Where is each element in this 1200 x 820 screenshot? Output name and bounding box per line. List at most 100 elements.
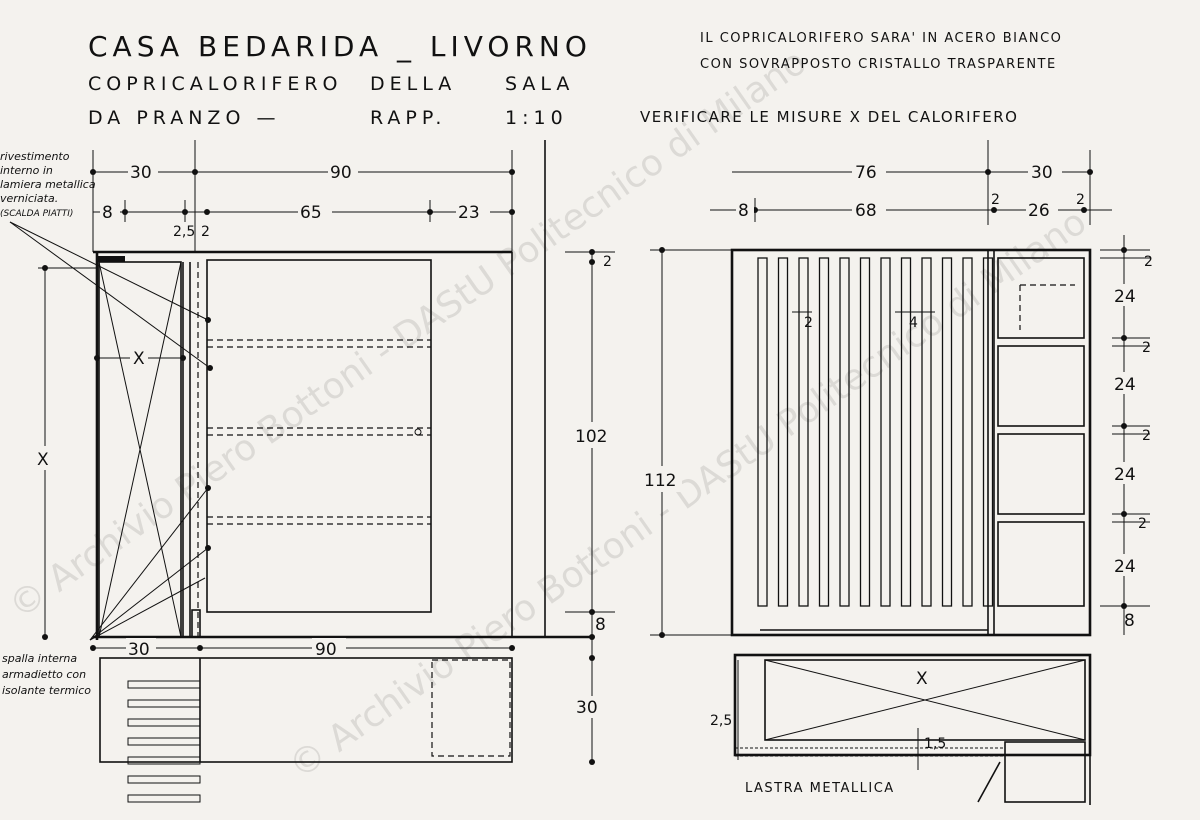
leader-lining-2 [9, 221, 211, 369]
dim-dot [991, 207, 997, 213]
grille-slat [777, 257, 789, 607]
grille-slat [941, 257, 953, 607]
insulation-label: spalla interna armadietto con isolante t… [2, 652, 91, 697]
dim-dot [42, 634, 48, 640]
dim-dot [1121, 335, 1127, 341]
dim-bg [1112, 462, 1140, 484]
right-col-8: 8 [1124, 611, 1135, 631]
grille-slat [982, 257, 994, 607]
dim-dot [1121, 423, 1127, 429]
right-plan-door-swing [977, 761, 1001, 803]
right-outer-frame [730, 248, 1092, 637]
dim-dot [180, 355, 186, 361]
dim-dot [427, 209, 433, 215]
leader-insulation-2 [89, 547, 209, 641]
dim-bottom-8: 8 [595, 615, 606, 635]
left-knob [414, 428, 422, 436]
dim-bg [572, 422, 616, 448]
right-col-2a: 2 [1144, 254, 1153, 270]
right-grille-slats [757, 257, 994, 607]
dim-bg [456, 200, 490, 222]
dim-dot [509, 169, 515, 175]
dim-30: 30 [130, 163, 152, 183]
left-door-stop [191, 609, 201, 638]
dim-bg [642, 466, 682, 492]
dim-dot [94, 355, 100, 361]
dim-dot [182, 209, 188, 215]
dim-bg [1112, 372, 1140, 394]
dim-top-2: 2 [603, 254, 612, 270]
dim-dot [197, 645, 203, 651]
right-drawer-1 [997, 257, 1085, 339]
dim-bg [130, 346, 148, 368]
dim-dot [122, 209, 128, 215]
slat-dim-4: 4 [909, 315, 918, 331]
leader-dot [205, 485, 211, 491]
dim-dot [985, 169, 991, 175]
lining-label-line: interno in [0, 164, 53, 177]
plan-fin [127, 680, 201, 689]
leader-lining-1 [9, 221, 209, 321]
lining-label: rivestimento interno in lamiera metallic… [0, 150, 96, 219]
lining-label-line: verniciata. [0, 192, 58, 205]
grille-slat [900, 257, 912, 607]
dim-bg [1028, 160, 1062, 182]
plan-radiator-fins [127, 680, 201, 803]
grille-slat [839, 257, 850, 607]
left-section-view: 30 90 8 65 23 2,5 2 X X [0, 140, 616, 762]
right-dim-30: 30 [1031, 163, 1053, 183]
grille-slat [880, 257, 891, 607]
left-radiator-cross-2 [98, 261, 182, 638]
dim-dot [90, 645, 96, 651]
title-scale: 1:10 [505, 107, 568, 129]
dim-dot [90, 169, 96, 175]
dim-bg [574, 696, 608, 718]
right-plan-cross-2 [764, 659, 1086, 741]
dim-bg [1026, 198, 1058, 220]
grille-slat [757, 257, 768, 607]
dim-dot [1121, 511, 1127, 517]
right-drawer-2 [997, 345, 1085, 427]
dim-8: 8 [102, 203, 113, 223]
title-line-3a: DA PRANZO — [88, 107, 280, 129]
plan-fin [127, 794, 201, 803]
plan-fin [127, 699, 201, 708]
watermark-1: © Archivio Piero Bottoni - DAStU Politec… [2, 41, 814, 627]
right-col-24b: 24 [1114, 375, 1136, 395]
dim-dot [509, 645, 515, 651]
dim-dot [192, 169, 198, 175]
dim-90: 90 [330, 163, 352, 183]
dim-bg [736, 198, 754, 220]
title-line-2a: COPRICALORIFERO [88, 73, 343, 95]
right-plan-1-5: 1,5 [924, 736, 946, 752]
dim-dot [589, 634, 595, 640]
right-plan-view: X 2,5 1,5 LASTRA METALLICA [710, 653, 1092, 805]
dim-65: 65 [300, 203, 322, 223]
right-plan-outline [733, 653, 1092, 757]
plan-fin [127, 775, 201, 784]
right-dim-112: 112 [644, 471, 676, 491]
title-line-1: CASA BEDARIDA _ LIVORNO [88, 30, 592, 63]
right-col-2c: 2 [1142, 428, 1151, 444]
dim-x-h: X [133, 349, 145, 369]
title-line-3b: RAPP. [370, 107, 446, 129]
lining-label-line: lamiera metallica [0, 178, 96, 191]
plan-dim-90: 90 [315, 640, 337, 660]
plan-fin [127, 756, 201, 765]
plan-dim-30: 30 [128, 640, 150, 660]
dim-dot [1087, 169, 1093, 175]
right-col-2b: 2 [1142, 340, 1151, 356]
right-col-2d: 2 [1138, 516, 1147, 532]
dim-bg [298, 200, 332, 222]
plan-door-dashed [431, 659, 511, 757]
dim-dot [589, 259, 595, 265]
dim-bg [100, 200, 120, 222]
dim-dot [1121, 603, 1127, 609]
dim-bg [1112, 284, 1140, 306]
right-dim-76: 76 [855, 163, 877, 183]
dim-dot [589, 249, 595, 255]
dim-x-v: X [37, 450, 49, 470]
dim-102: 102 [575, 427, 607, 447]
